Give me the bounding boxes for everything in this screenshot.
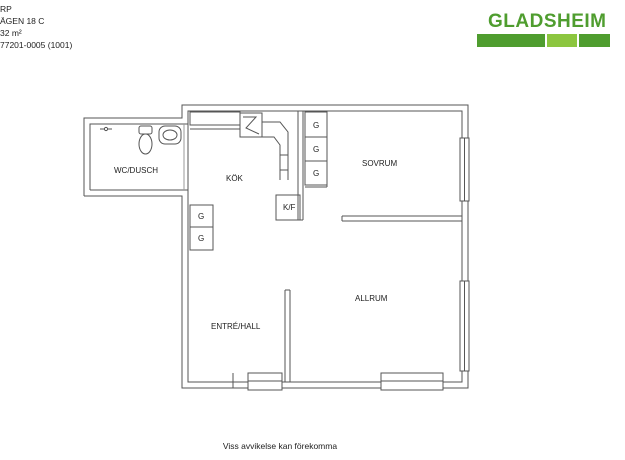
wc-fixtures [100, 125, 182, 155]
wardrobe-label: G [313, 145, 319, 154]
room-label-living: ALLRUM [355, 294, 388, 303]
gladsheim-logo-text: GLADSHEIM [488, 11, 607, 32]
disclaimer-text: Viss avvikelse kan förekomma [222, 441, 338, 451]
logo-bar-segment-middle [547, 34, 577, 47]
wardrobe-label: G [198, 234, 204, 243]
wardrobe-label: G [313, 121, 319, 130]
address-line-2: ÄGEN 18 C [0, 16, 45, 26]
kitchen-counter [189, 111, 301, 221]
bedroom-walls [297, 111, 462, 222]
hall-wardrobes [189, 204, 214, 251]
gladsheim-logo-bar [477, 34, 610, 47]
wardrobe-label: G [198, 212, 204, 221]
room-label-bedroom: SOVRUM [362, 159, 397, 168]
bedroom-wardrobes [304, 111, 328, 188]
room-label-fridge: K/F [283, 203, 296, 212]
room-label-wc: WC/DUSCH [114, 166, 158, 175]
hall-divider [284, 289, 291, 382]
room-label-hall: ENTRÉ/HALL [211, 322, 261, 331]
windows-right [459, 137, 470, 372]
openings-bottom [232, 372, 444, 391]
room-label-kitchen: KÖK [226, 174, 244, 183]
object-number-line: 77201-0005 (1001) [0, 40, 73, 50]
address-line-1: RP [0, 4, 12, 14]
wardrobe-label: G [313, 169, 319, 178]
area-line: 32 m² [0, 28, 22, 38]
logo-bar-segment-right [579, 34, 610, 47]
outer-walls [83, 104, 469, 389]
logo-bar-segment-left [477, 34, 545, 47]
